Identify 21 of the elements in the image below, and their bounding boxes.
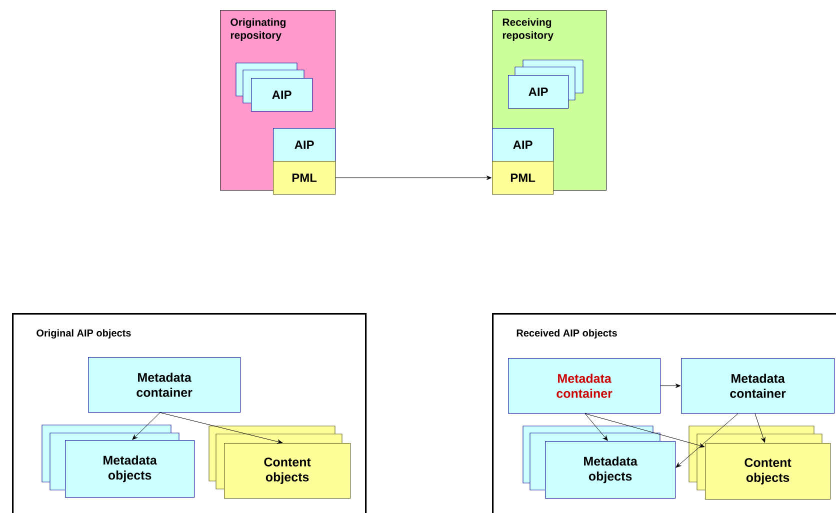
- arrow: [132, 412, 160, 440]
- labelled-box: PML: [273, 161, 336, 195]
- labelled-box: Content objects: [224, 443, 351, 499]
- labelled-box: Metadata container: [508, 358, 661, 414]
- arrow: [160, 412, 283, 444]
- labelled-box: AIP: [492, 128, 554, 162]
- labelled-box: AIP: [251, 78, 313, 112]
- arrow: [584, 413, 608, 441]
- labelled-box: Metadata objects: [65, 440, 195, 498]
- arrow: [754, 413, 766, 443]
- arrow: [676, 413, 738, 468]
- labelled-box: AIP: [508, 75, 569, 109]
- arrow: [335, 176, 492, 180]
- labelled-box: Metadata objects: [545, 441, 676, 499]
- arrow: [584, 413, 705, 448]
- arrow: [660, 384, 681, 388]
- labelled-box: Metadata container: [88, 357, 241, 413]
- labelled-box: Metadata container: [681, 358, 835, 414]
- labelled-box: Content objects: [705, 443, 831, 500]
- labelled-box: PML: [492, 161, 554, 195]
- labelled-box: AIP: [273, 128, 336, 162]
